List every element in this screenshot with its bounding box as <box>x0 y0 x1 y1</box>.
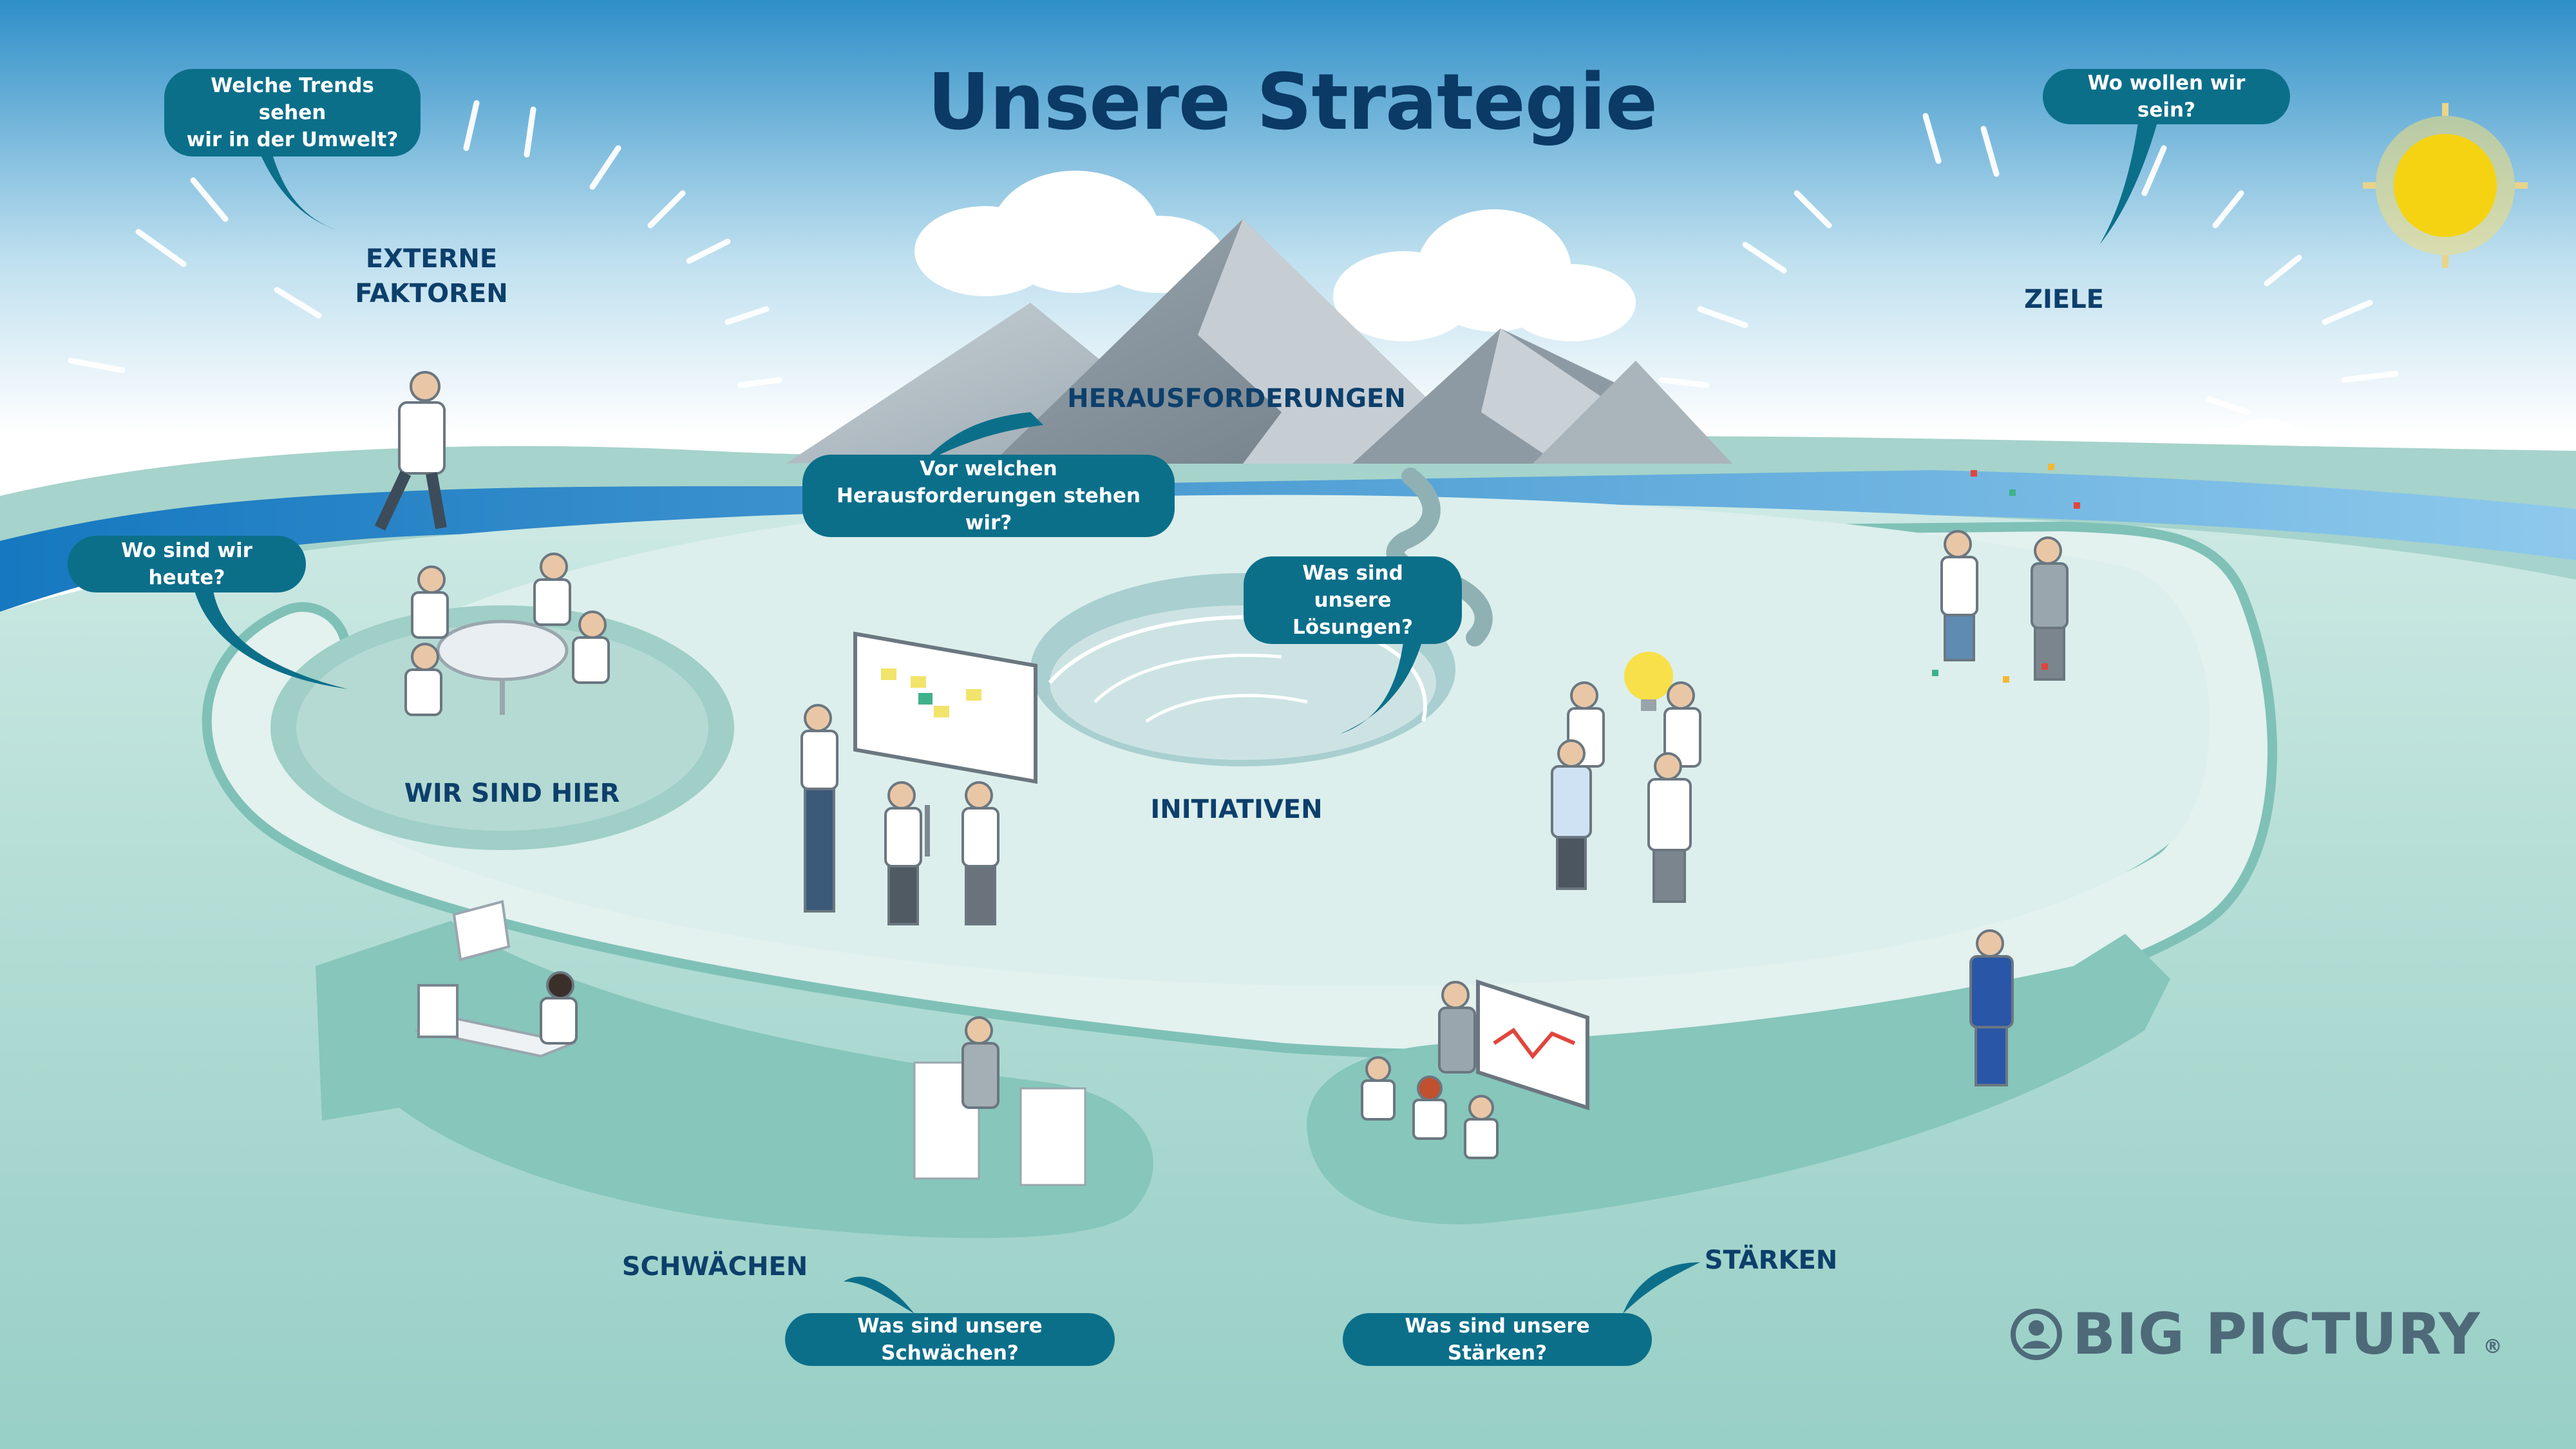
label-weaknesses: SCHWÄCHEN <box>621 1252 808 1282</box>
meeting-table <box>436 620 569 715</box>
bubble-weaknesses: Was sind unsere Schwächen? <box>785 1313 1115 1366</box>
paper-stacks <box>913 1061 1086 1186</box>
river <box>0 470 2576 612</box>
label-we-are-here: WIR SIND HIER <box>404 779 620 808</box>
bubble-solutions: Was sind unsere Lösungen? <box>1244 556 1462 644</box>
label-strengths: STÄRKEN <box>1704 1245 1838 1275</box>
strength-arrow <box>1307 934 2170 1225</box>
bubble-tails <box>193 122 2157 1314</box>
confetti <box>1932 464 2080 683</box>
right-rays <box>1658 113 2399 415</box>
sun-icon <box>2363 103 2528 268</box>
label-goals: ZIELE <box>2023 285 2105 314</box>
label-challenges: HERAUSFORDERUNGEN <box>1067 384 1406 413</box>
clouds <box>914 171 2306 473</box>
brand-name: BIG PICTURY <box>2072 1301 2481 1367</box>
label-external-factors: EXTERNE FAKTOREN <box>335 242 528 311</box>
bubble-strengths: Was sind unsere Stärken? <box>1343 1313 1652 1366</box>
people <box>374 371 2069 1159</box>
page-title: Unsere Strategie <box>927 58 1658 147</box>
bubble-challenges: Vor welchen Herausforderungen stehen wir… <box>802 455 1175 537</box>
label-external-factors-line1: EXTERNE <box>365 244 498 274</box>
brand-registered-mark: ® <box>2483 1336 2503 1358</box>
mountains <box>786 219 1732 464</box>
brand-logo: BIG PICTURY ® <box>2011 1301 2503 1367</box>
bubble-goals: Wo wollen wir sein? <box>2043 69 2290 124</box>
label-initiatives: INITIATIVEN <box>1150 795 1323 824</box>
bubble-trends: Welche Trends sehen wir in der Umwelt? <box>164 69 421 156</box>
person-circle-logo-icon <box>2011 1308 2062 1360</box>
rising-chart-icon <box>1476 979 1589 1111</box>
label-external-factors-line2: FAKTOREN <box>355 279 508 308</box>
lightbulb-icon <box>1624 652 1673 711</box>
whiteboard <box>853 631 1037 857</box>
bubble-where-today: Wo sind wir heute? <box>68 536 306 592</box>
